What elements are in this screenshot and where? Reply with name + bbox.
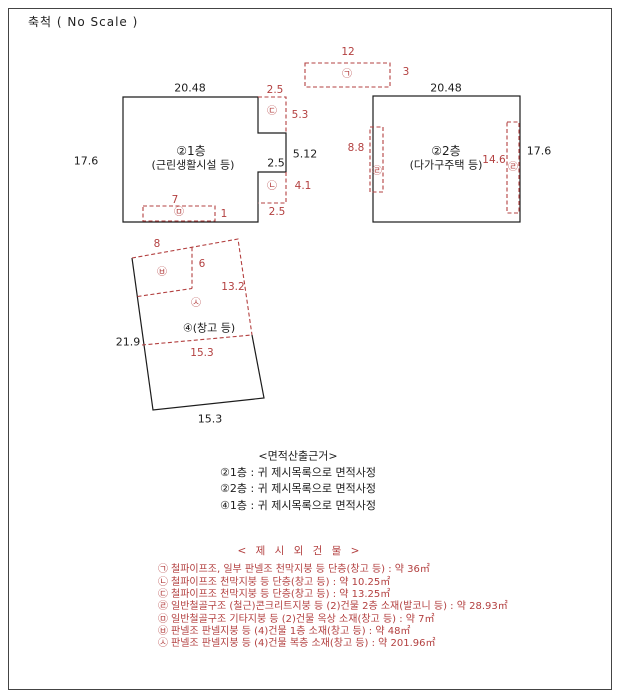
annex-a-glyph: ㉠ — [342, 69, 352, 80]
area-basis-line: ②1층 : 귀 제시목록으로 면적사정 — [220, 466, 376, 479]
warehouse-dim-bottom: 15.3 — [197, 412, 223, 426]
floor1-name: ②1층 — [176, 144, 206, 158]
floor2-strip-left-dim: 8.8 — [347, 141, 365, 154]
warehouse-divider-line — [141, 334, 253, 346]
floor2-strip-right-glyph: ㉣ — [508, 162, 518, 173]
legend-heading: < 제 시 외 건 물 > — [237, 544, 363, 557]
warehouse-dashed-outline — [131, 238, 253, 336]
floor2-strip-right-dim: 14.6 — [482, 153, 506, 166]
warehouse-inner-dim-right: 6 — [198, 257, 206, 270]
legend-item-text: 판넬조 판넬지붕 등 (4)건물 1층 소재(창고 등) : 약 48㎡ — [171, 626, 411, 637]
floor1-bottom-box-dim-top: 7 — [171, 193, 179, 206]
legend-item-text: 판넬조 판넬지붕 등 (4)건물 복층 소재(창고 등) : 약 201.96㎡ — [171, 638, 436, 649]
warehouse-dim-left: 21.9 — [115, 335, 141, 349]
legend-item-text: 일반철골구조 (철근)콘크리트지붕 등 (2)건물 2층 소재(발코니 등) :… — [171, 601, 508, 612]
warehouse-center-glyph: ㉦ — [191, 298, 201, 309]
floor1-notch-bottom-dim-right: 4.1 — [294, 179, 312, 192]
legend-item-glyph: ㉦ — [158, 638, 168, 649]
annex-a-outline — [304, 62, 391, 88]
warehouse-inner-dim-top: 8 — [153, 237, 161, 250]
legend-item-text: 철파이프조, 일부 판넬조 천막지붕 등 단층(창고 등) : 약 36㎡ — [171, 564, 430, 575]
floor1-notch-bottom-glyph: ㉡ — [267, 181, 277, 192]
warehouse-dim-right: 13.2 — [221, 280, 245, 293]
legend-item-glyph: ㉡ — [158, 577, 168, 588]
floor1-dim-left: 17.6 — [73, 154, 99, 168]
warehouse-inner-box-outline — [137, 247, 193, 298]
legend-item-text: 철파이프조 천막지붕 등 단층(창고 등) : 약 13.25㎡ — [171, 589, 391, 600]
floor1-bump-dim-right: 5.12 — [292, 147, 318, 161]
floor1-bottom-box-outline — [142, 205, 216, 222]
floor2-use: (다가구주택 등) — [409, 158, 483, 172]
legend-item-glyph: ㉢ — [158, 589, 168, 600]
floor2-strip-left-glyph: ㉣ — [372, 166, 382, 177]
area-basis-heading: <면적산출근거> — [258, 449, 338, 463]
floor1-dim-top: 20.48 — [174, 81, 206, 95]
floor2-name: ②2층 — [431, 144, 461, 158]
area-basis-line: ②2층 : 귀 제시목록으로 면적사정 — [220, 482, 376, 495]
sheet-border — [8, 8, 612, 690]
legend-item-glyph: ㉥ — [158, 626, 168, 637]
floor1-bump-dim-width: 2.5 — [267, 156, 285, 170]
warehouse-inner-glyph: ㉥ — [157, 267, 167, 278]
floor2-dim-right: 17.6 — [526, 144, 552, 158]
warehouse-dim-inner: 15.3 — [190, 346, 214, 359]
floor2-dim-top: 20.48 — [430, 81, 462, 95]
legend-item-glyph: ㉣ — [158, 601, 168, 612]
floor2-outline — [372, 95, 521, 223]
legend-item-glyph: ㉤ — [158, 614, 168, 625]
area-basis-line: ④1층 : 귀 제시목록으로 면적사정 — [220, 499, 376, 512]
floor1-bottom-box-glyph: ㉤ — [174, 207, 184, 218]
floor1-notch-top-outline — [258, 96, 287, 133]
floor1-bottom-box-dim-right: 1 — [220, 207, 228, 220]
legend-item-glyph: ㉠ — [158, 564, 168, 575]
scale-title: 축척 ( No Scale ) — [28, 15, 139, 29]
floor1-notch-top-glyph: ㉢ — [267, 106, 277, 117]
floor1-notch-bottom-outline — [258, 172, 287, 204]
floor1-notch-bottom-dim-bottom: 2.5 — [268, 205, 286, 218]
floor1-use: (근린생활시설 등) — [151, 158, 235, 172]
floor1-notch-top-dim-top: 2.5 — [266, 83, 284, 96]
floor2-strip-left-outline — [369, 126, 384, 193]
annex-a-dim-top: 12 — [341, 45, 355, 58]
warehouse-solid-outline — [131, 257, 265, 411]
warehouse-name: ④(창고 등) — [182, 321, 236, 335]
legend-item-text: 철파이프조 천막지붕 등 단층(창고 등) : 약 10.25㎡ — [171, 577, 391, 588]
annex-a-dim-right: 3 — [402, 65, 410, 78]
legend-item-text: 일반철골구조 기타지붕 등 (2)건물 옥상 소재(창고 등) : 약 7㎡ — [171, 614, 435, 625]
floor1-notch-top-dim-right: 5.3 — [291, 108, 309, 121]
